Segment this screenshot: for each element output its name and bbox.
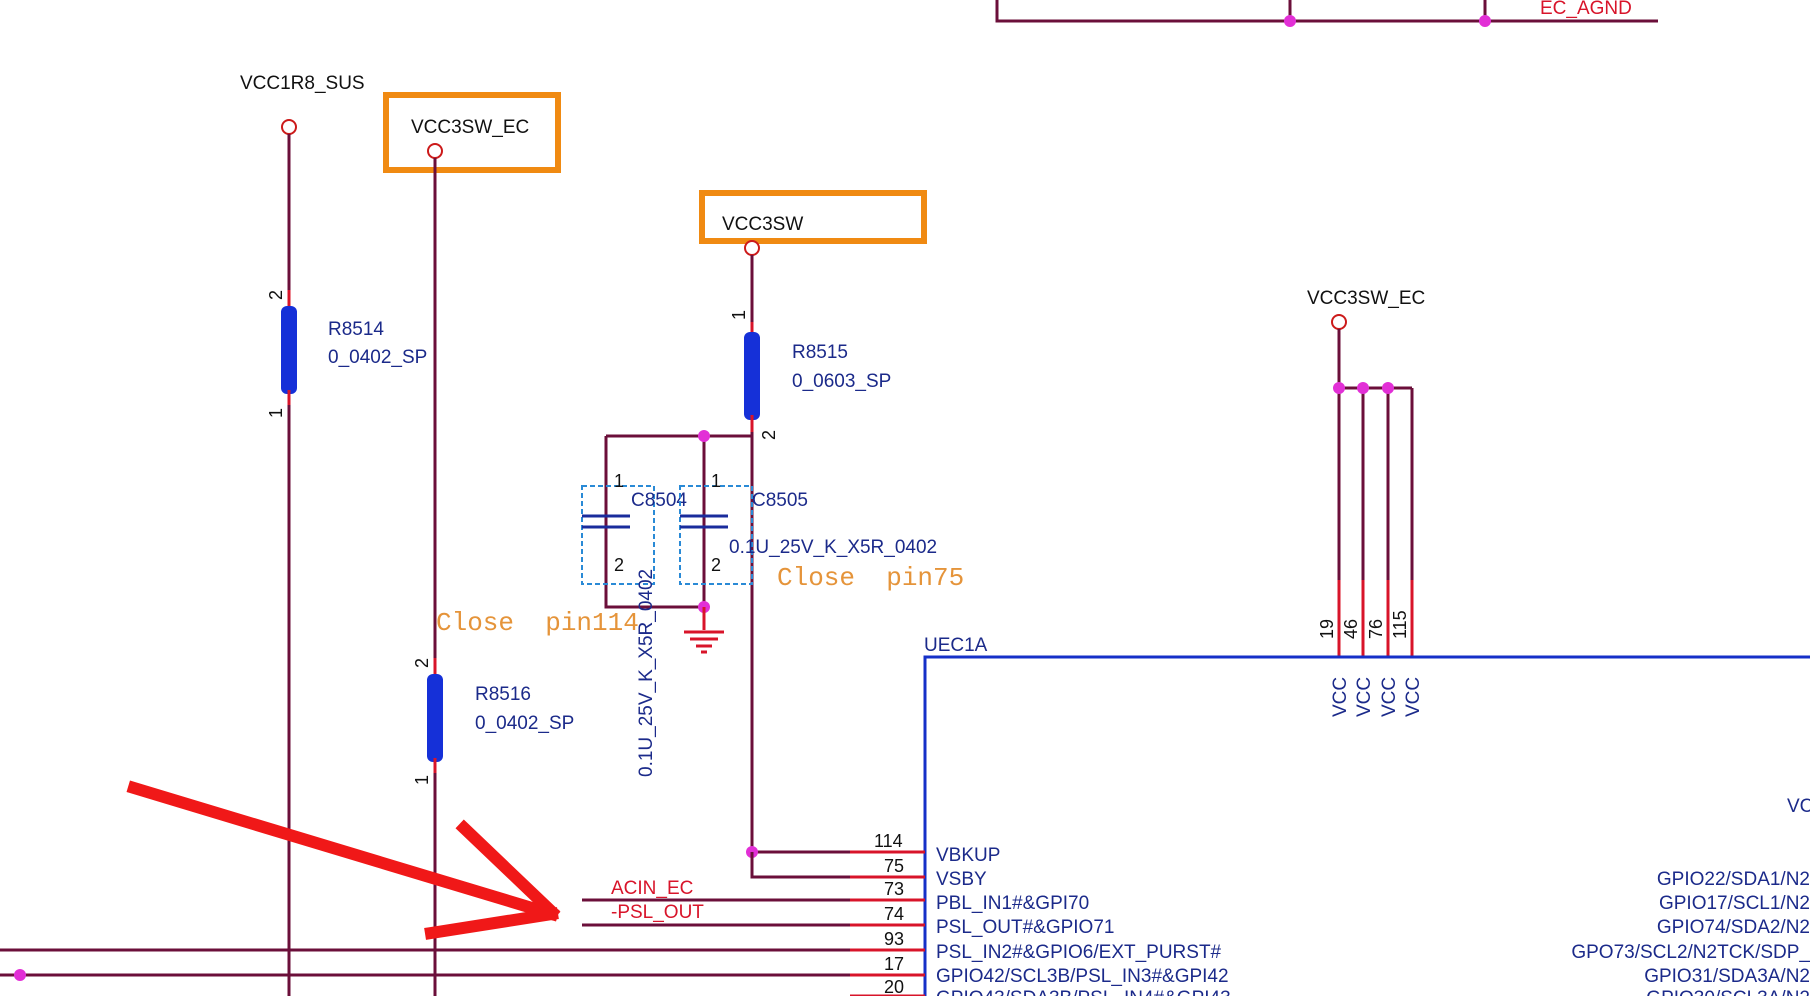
junction: [1357, 382, 1369, 394]
vcc-pin-number: 115: [1390, 610, 1410, 639]
capacitor-c8505-outline: [679, 485, 753, 585]
vcc1r8-sus-branch: VCC1R8_SUS 2 1 R8514 0_0402_SP: [240, 73, 427, 996]
resistor-r8516-body: [427, 674, 443, 762]
junction: [1382, 382, 1394, 394]
vcc3sw-label: VCC3SW: [722, 214, 803, 235]
r8514-pin-top: 2: [266, 290, 286, 300]
r8516-value: 0_0402_SP: [475, 713, 574, 734]
r8514-value: 0_0402_SP: [328, 347, 427, 368]
pin-name: GPIO74/SDA2/N2: [1657, 917, 1810, 938]
pin-name: GPO73/SCL2/N2TCK/SDP_: [1571, 942, 1810, 963]
pin-number: 93: [884, 929, 904, 949]
pin-name: GPIO42/SCL3B/PSL_IN3#&GPI42: [936, 966, 1229, 987]
note-close-pin75: Close pin75: [777, 563, 964, 593]
pin-number: 20: [884, 977, 904, 996]
net-label-psl-out: -PSL_OUT: [611, 902, 704, 923]
c8504-ref: C8504: [631, 490, 687, 511]
vcc-pin-name: VCC: [1354, 677, 1375, 717]
vcc1r8-sus-label: VCC1R8_SUS: [240, 73, 365, 94]
power-port-vcc3sw: [744, 240, 760, 256]
vcc-pin-name: VCC: [1403, 677, 1424, 717]
vcc-pin-number: 46: [1341, 619, 1361, 639]
chip-left-pin-numbers: 114 75 73 74 93 17 20: [874, 831, 904, 996]
vcc-pin-number: 76: [1366, 619, 1386, 639]
pin-name: PBL_IN1#&GPI70: [936, 893, 1089, 914]
power-port-vcc3sw-ec: [427, 143, 443, 159]
chip-uec1a: UEC1A VC: [923, 635, 1810, 996]
c8504-value: 0.1U_25V_K_X5R_0402: [636, 569, 657, 777]
vcc-pin-name: VCC: [1330, 677, 1351, 717]
r8516-pin-top: 2: [412, 658, 432, 668]
chip-left-pin-wires: [0, 846, 925, 996]
ec-agnd-label: EC_AGND: [1540, 0, 1632, 19]
junction: [14, 969, 26, 981]
ground-icon: [684, 607, 724, 654]
pin-name: GPIO17/SCL1/N2: [1659, 893, 1810, 914]
highlight-box-vcc3sw-ec: [383, 92, 561, 173]
pin-name: VBKUP: [936, 845, 1000, 866]
vcc3sw-ec-chip-supply: VCC3SW_EC 19 46 76 115 VCC VCC VCC VCC: [1307, 288, 1425, 717]
r8516-ref: R8516: [475, 684, 531, 705]
power-port-vcc1r8-sus: [281, 119, 297, 135]
pin-name: GPIO22/SDA1/N2: [1657, 869, 1810, 890]
vcc-pin-name: VCC: [1379, 677, 1400, 717]
junction: [1479, 15, 1491, 27]
junction: [698, 430, 710, 442]
c8505-value: 0.1U_25V_K_X5R_0402: [729, 537, 937, 558]
resistor-r8515-body: [744, 332, 760, 420]
r8515-pin-bottom: 2: [759, 430, 779, 440]
pin-name: PSL_IN2#&GPIO6/EXT_PURST#: [936, 942, 1222, 963]
pin-number: 17: [884, 954, 904, 974]
pin-name: GPIO31/SDA3A/N2: [1644, 966, 1810, 987]
pin-name: GPIO30/SCL3A/N2: [1646, 988, 1810, 996]
vcc-pin-number: 19: [1317, 619, 1337, 639]
junction: [1284, 15, 1296, 27]
r8515-value: 0_0603_SP: [792, 371, 891, 392]
annotation-arrow-icon: [126, 780, 561, 940]
c8504-pin-bottom: 2: [614, 555, 624, 575]
pin-name: VSBY: [936, 869, 987, 890]
c8505-ref: C8505: [752, 490, 808, 511]
pin-number: 75: [884, 856, 904, 876]
pin-name: PSL_OUT#&GPIO71: [936, 917, 1114, 938]
pin-name: GPIO43/SDA3B/PSL_IN4#&GPI43: [936, 988, 1231, 996]
vcc3sw-ec-left-label: VCC3SW_EC: [411, 117, 529, 138]
c8505-pin-top: 1: [711, 471, 721, 491]
pin-number: 114: [874, 831, 903, 851]
r8515-ref: R8515: [792, 342, 848, 363]
chip-ref: UEC1A: [924, 635, 988, 656]
resistor-r8514-body: [281, 306, 297, 394]
vcc3sw-ec-chip-label: VCC3SW_EC: [1307, 288, 1425, 309]
junction: [1333, 382, 1345, 394]
chip-left-pin-names: VBKUP VSBY PBL_IN1#&GPI70 PSL_OUT#&GPIO7…: [936, 845, 1231, 996]
r8514-pin-bottom: 1: [266, 408, 286, 418]
net-label-acin-ec: ACIN_EC: [611, 878, 693, 899]
vcc3sw-branch: VCC3SW 1 2 R8515 0_0603_SP 1 2 C8504 0.1…: [581, 190, 964, 852]
chip-right-pin-names: GPIO22/SDA1/N2 GPIO17/SCL1/N2 GPIO74/SDA…: [1571, 869, 1810, 996]
note-close-pin114: Close pin114: [436, 608, 639, 638]
top-ground-region: EC_AGND: [995, 0, 1658, 27]
chip-right-partial-label: VC: [1787, 796, 1810, 817]
vcc3sw-ec-left-branch: VCC3SW_EC 2 1 R8516 0_0402_SP Close pin1…: [383, 92, 639, 996]
pin-number: 74: [884, 904, 904, 924]
r8515-pin-top: 1: [729, 310, 749, 320]
chip-outline: [923, 655, 1810, 996]
r8514-ref: R8514: [328, 319, 384, 340]
c8505-pin-bottom: 2: [711, 555, 721, 575]
power-port-vcc3sw-ec-chip: [1331, 314, 1347, 330]
pin-number: 73: [884, 879, 904, 899]
highlight-box-vcc3sw: [699, 190, 927, 244]
c8504-pin-top: 1: [614, 471, 624, 491]
r8516-pin-bottom: 1: [412, 775, 432, 785]
capacitor-c8504-outline: [581, 485, 655, 585]
